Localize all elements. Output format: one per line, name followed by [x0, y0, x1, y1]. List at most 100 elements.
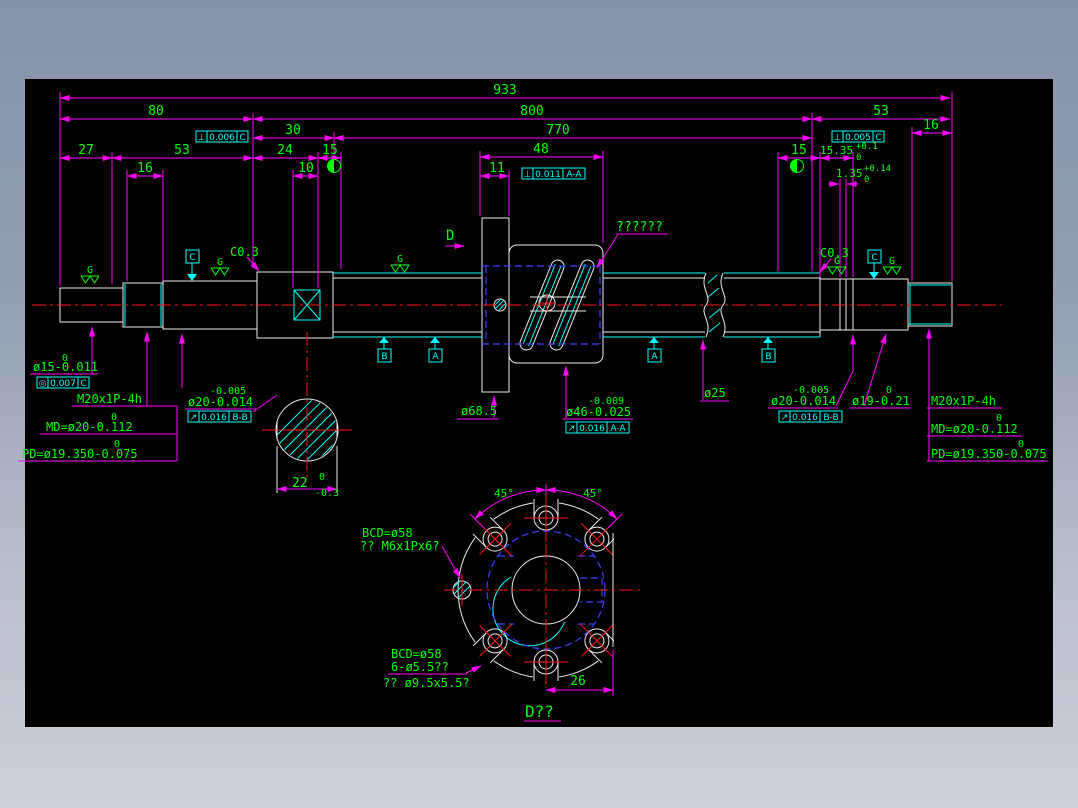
svg-text:B: B	[765, 352, 771, 362]
view-title: D??	[525, 702, 554, 721]
frame-runout-bb-right: ↗0.016 B-B	[778, 410, 843, 423]
svg-text:G: G	[397, 254, 403, 265]
finish-symbol-icon: G	[882, 256, 902, 275]
dim-15-right: 15	[791, 143, 807, 158]
label-d19: ø19-0.21	[852, 394, 910, 408]
label-bcd-top-2: ?? M6x1Px6?	[360, 539, 439, 553]
dim-26: 26	[570, 674, 586, 689]
frame-runout-aa: ↗0.016 A-A	[565, 421, 630, 434]
label-d46: ø46-0.025	[566, 405, 631, 419]
datum-b-right: B	[761, 337, 776, 363]
label-view-d: D	[446, 228, 454, 244]
centerlines	[32, 304, 1002, 688]
dim-80: 80	[148, 104, 164, 119]
label-chamfer-right: C0.3	[820, 246, 849, 260]
svg-text:0.016: 0.016	[201, 413, 227, 423]
label-pd-left-sup: 0	[114, 439, 120, 450]
svg-text:↗: ↗	[190, 413, 198, 423]
half-moon-icon	[327, 159, 341, 173]
ball-return-slots	[519, 259, 595, 351]
dim-22-sub: -0.3	[315, 488, 339, 499]
label-chamfer-left: C0.3	[230, 245, 259, 259]
label-pd-right-sup: 0	[1018, 439, 1024, 450]
svg-text:C: C	[871, 253, 877, 263]
finish-symbols: G G G G G	[80, 159, 902, 284]
datum-b-left: B	[377, 337, 392, 363]
annotations: 933 80 800 53 30 770 27 53 24 15 16 10 4…	[22, 83, 1047, 721]
dim-800: 800	[520, 104, 543, 119]
dim-16-left: 16	[137, 161, 153, 176]
svg-text:C: C	[80, 379, 86, 389]
label-md-right: MD=ø20-0.112	[931, 422, 1018, 436]
dim-10: 10	[298, 161, 314, 176]
svg-text:0.016: 0.016	[579, 424, 605, 434]
svg-text:↗: ↗	[781, 413, 789, 423]
svg-text:0.011: 0.011	[535, 170, 561, 180]
label-md-left: MD=ø20-0.112	[46, 420, 133, 434]
svg-text:A: A	[432, 352, 439, 362]
svg-text:B: B	[381, 352, 387, 362]
svg-text:G: G	[889, 256, 895, 267]
svg-text:C: C	[189, 253, 195, 263]
label-pd-left: PD=ø19.350-0.075	[22, 447, 138, 461]
nut-body	[508, 244, 604, 364]
label-d20-left: ø20-0.014	[188, 395, 253, 409]
dim-48: 48	[533, 142, 549, 157]
label-d25: ø25	[704, 386, 726, 400]
drawing-canvas[interactable]	[25, 79, 1053, 727]
label-nut-note: ??????	[616, 220, 663, 235]
label-d15-sup: 0	[62, 353, 68, 364]
dim-933: 933	[493, 83, 516, 98]
label-d20-right-sup: -0.005	[793, 385, 829, 396]
finish-symbol-icon: G	[210, 257, 230, 276]
datum-c-right: C	[867, 249, 882, 279]
dim-15-left: 15	[322, 143, 338, 158]
datum-a-left: A	[428, 337, 443, 363]
break-line	[703, 272, 709, 338]
nut-note-leader	[596, 233, 668, 269]
label-bcd-bot-1: BCD=ø58	[391, 647, 442, 661]
svg-text:A: A	[651, 352, 658, 362]
label-d20-left-sup: -0.005	[210, 386, 246, 397]
nut-assembly	[481, 217, 604, 393]
dim-45-left: 45°	[494, 487, 514, 500]
svg-text:⊥: ⊥	[524, 170, 532, 180]
dim-1535-sub: 0	[856, 153, 861, 163]
datum-a-right: A	[647, 337, 662, 363]
dim-24: 24	[277, 143, 293, 158]
label-d15: ø15-0.011	[33, 360, 98, 374]
finish-symbol-icon: G	[390, 254, 410, 273]
label-m20-right: M20x1P-4h	[931, 394, 996, 408]
dim-45-right: 45°	[583, 487, 603, 500]
svg-text:⊥: ⊥	[834, 133, 842, 143]
dim-135-sup: +0.14	[864, 164, 891, 174]
label-bcd-top-1: BCD=ø58	[362, 526, 413, 540]
label-d19-sup: 0	[886, 385, 892, 396]
svg-text:0.016: 0.016	[792, 413, 818, 423]
shaft-outline	[59, 271, 953, 339]
svg-text:↗: ↗	[568, 424, 576, 434]
svg-text:A-A: A-A	[610, 424, 626, 434]
dim-22: 22	[292, 476, 308, 491]
dimension-lines	[18, 92, 1048, 722]
label-d46-sup: -0.009	[588, 396, 624, 407]
svg-text:G: G	[87, 265, 93, 276]
dim-1535-sup: +0.1	[856, 142, 878, 152]
svg-text:B-B: B-B	[232, 413, 247, 423]
datum-symbols: C C B A A B	[185, 249, 882, 363]
svg-text:A-A: A-A	[566, 170, 582, 180]
bolt-hole	[466, 623, 513, 670]
datum-c-left: C	[185, 249, 200, 281]
dim-16-right: 16	[923, 118, 939, 133]
label-bcd-bot-3: ?? ø9.5x5.5?	[383, 676, 470, 690]
finish-symbol-icon: G	[827, 256, 847, 275]
svg-text:G: G	[834, 256, 840, 267]
svg-text:0.005: 0.005	[845, 133, 871, 143]
dim-770: 770	[546, 123, 569, 138]
dim-135: 1.35	[836, 167, 863, 180]
svg-text:0.006: 0.006	[209, 133, 235, 143]
svg-text:B-B: B-B	[823, 413, 838, 423]
